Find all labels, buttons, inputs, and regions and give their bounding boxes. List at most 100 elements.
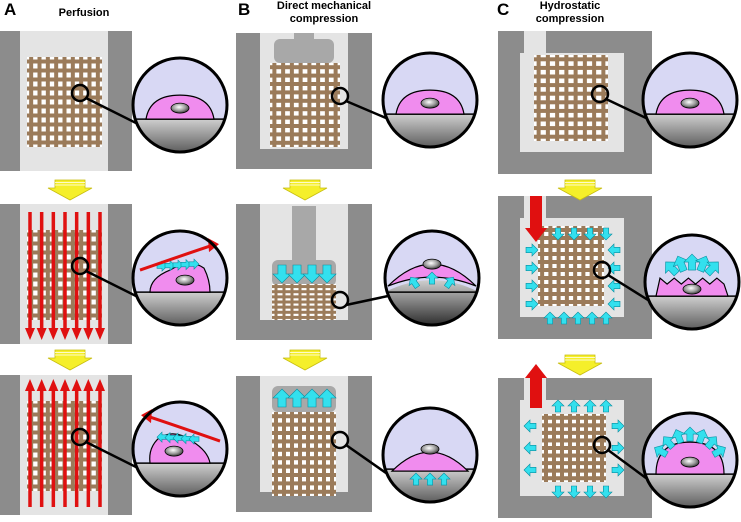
scaffold-fiber-horizontal [538, 260, 604, 264]
panel-a-letter: A [4, 0, 17, 19]
hydrostatic-pressure-arrow [704, 261, 719, 277]
cell-zoom-circle [131, 400, 229, 498]
cell-nucleus [420, 97, 440, 109]
scaffold-fiber-horizontal [538, 244, 604, 248]
cell-zoom-circle [381, 51, 479, 149]
scaffold-mesh [272, 284, 336, 320]
scaffold-fiber-vertical [272, 63, 277, 147]
scaffold-mesh [534, 55, 608, 141]
perfusion-arrowhead [36, 328, 47, 340]
scaffold-fiber-horizontal [270, 132, 340, 137]
cell-zoom-border [131, 56, 229, 154]
scaffold-fiber-horizontal [534, 65, 608, 70]
scaffold-fiber-horizontal [272, 300, 336, 304]
zoom-line [85, 96, 137, 125]
hydrostatic-release-arrow [523, 419, 537, 433]
cell-nucleus [680, 456, 700, 468]
scaffold-fiber-vertical [37, 401, 42, 491]
scaffold-fiber-horizontal [272, 439, 336, 444]
scaffold-fiber-vertical [274, 284, 278, 320]
scaffold-fiber-horizontal [272, 305, 336, 309]
compression-chamber-row-3 [236, 376, 479, 512]
zoom-callout [590, 51, 739, 149]
substrate-strain-arrow [408, 276, 421, 289]
scaffold-fiber-horizontal [534, 100, 608, 105]
chamber-wall-right [108, 375, 132, 515]
cell-nucleus [164, 445, 184, 457]
scaffold-fiber-vertical [548, 226, 553, 306]
hydrostatic-release-arrow [583, 485, 597, 499]
compression-force-arrow [272, 264, 292, 284]
substrate [643, 474, 737, 507]
scaffold-fiber-horizontal [272, 481, 336, 486]
perfusion-arrowhead [48, 379, 59, 391]
compression-force-arrow [287, 264, 307, 284]
substrate [645, 296, 739, 329]
perfusion-chamber-row-3 [0, 375, 229, 515]
scaffold-fiber-horizontal [534, 117, 608, 122]
release-force-arrow [287, 388, 307, 408]
scaffold-fiber-vertical [290, 284, 294, 320]
scaffold-fiber-horizontal [272, 456, 336, 461]
scaffold-fiber-vertical [545, 55, 550, 141]
panel-c-title-line1: Hydrostatic [539, 0, 601, 12]
scaffold-fiber-horizontal [538, 284, 604, 288]
cell-zoom-border [131, 400, 229, 498]
scaffold-fiber-vertical [536, 55, 541, 141]
cell-zoom-border [131, 229, 229, 327]
perfusion-arrowhead [25, 328, 35, 340]
cell-surface-shear-arrow [156, 431, 168, 443]
scaffold-fiber-vertical [597, 226, 602, 306]
zoom-marker [330, 86, 350, 106]
zoom-line [85, 440, 137, 469]
cell-surface-shear-arrow [180, 258, 192, 271]
cell-zoom-interior [133, 58, 227, 152]
perfusion-arrowhead [83, 328, 94, 340]
zoom-line [345, 99, 387, 120]
substrate-strain-arrow [409, 472, 423, 486]
cell-nucleus [170, 102, 190, 114]
scaffold-fiber-vertical [37, 230, 42, 320]
chamber-wall-left [0, 204, 20, 344]
panel-c-letter: C [497, 0, 510, 19]
transition-arrow-shape [557, 354, 603, 376]
scaffold-fiber-vertical [281, 63, 286, 147]
hydrostatic-release-arrow [567, 399, 581, 413]
scaffold-fiber-horizontal [270, 140, 340, 145]
scaffold-fiber-horizontal [272, 489, 336, 494]
scaffold-fiber-horizontal [534, 91, 608, 96]
pressure-release-arrow [525, 364, 547, 408]
scaffold-fiber-vertical [560, 414, 564, 482]
cell-zoom-interior [383, 53, 477, 147]
perfusion-arrowhead [60, 328, 70, 340]
perfusion-arrowhead [60, 379, 70, 391]
substrate [385, 280, 479, 325]
cell-zoom-border [381, 51, 479, 149]
transition-arrow-shape [47, 179, 93, 201]
scaffold-fiber-vertical [29, 57, 34, 147]
perfusion-flow-arrows [25, 212, 105, 340]
scaffold-fiber-horizontal [542, 461, 606, 466]
cell-surface-shear-arrow [188, 258, 200, 270]
scaffold-fiber-vertical [584, 414, 588, 482]
hydrostatic-release-arrow [694, 429, 709, 445]
cell-surface-shear-arrow [188, 433, 200, 445]
scaffold-fiber-vertical [314, 412, 318, 496]
cell-zoom-interior [643, 413, 737, 507]
scaffold-fiber-vertical [552, 414, 556, 482]
compression-chamber-row-1 [236, 33, 479, 169]
cell-nucleus [420, 443, 440, 455]
cell-surface-shear-arrow [172, 432, 184, 444]
hydrostatic-release-arrow [704, 436, 718, 450]
hydrostatic-pressure-arrow [525, 261, 539, 275]
hydrostatic-pressure-arrow [607, 243, 621, 257]
hydrostatic-pressure-arrow [525, 279, 539, 293]
panel-c-title: Hydrostatic compression [510, 0, 630, 26]
hydrostatic-pressure-arrow [571, 311, 585, 325]
scaffold-fiber-horizontal [272, 310, 336, 314]
scaffold-fiber-horizontal [270, 124, 340, 128]
scaffold-fiber-horizontal [534, 57, 608, 62]
zoom-marker [592, 435, 612, 455]
transition-arrow-c2 [557, 354, 603, 376]
